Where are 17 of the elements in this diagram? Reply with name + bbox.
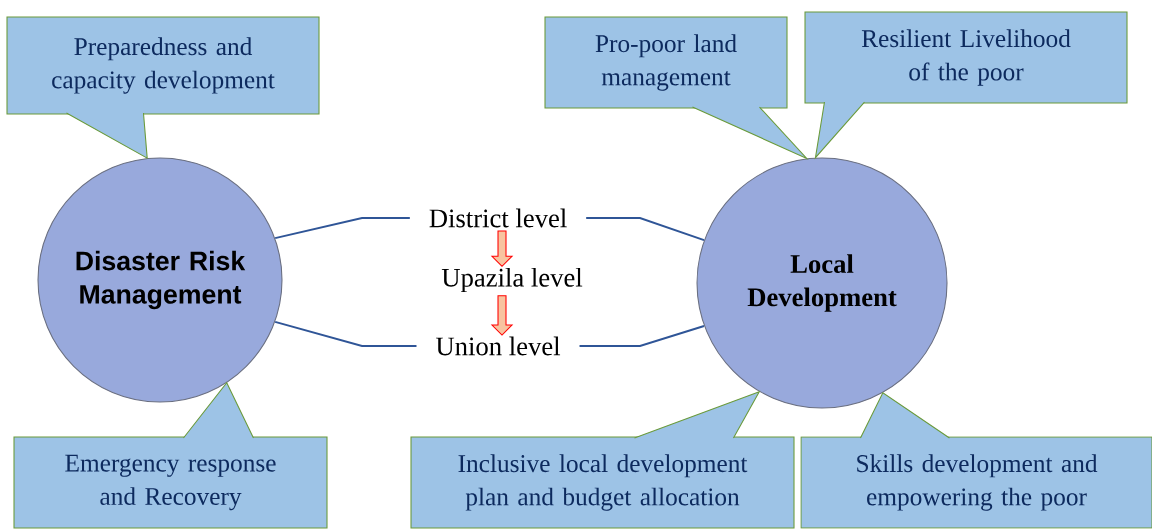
block-arrow xyxy=(490,230,514,268)
block-arrow xyxy=(490,295,514,336)
level-label: Union level xyxy=(436,336,561,356)
callout-box: Inclusive local development plan and budget allocation xyxy=(410,390,795,529)
circle-node: Disaster Risk Management xyxy=(37,157,283,403)
level-label: Upazila level xyxy=(441,267,583,293)
connector-line xyxy=(578,324,706,347)
connector-line xyxy=(274,217,411,240)
callout-box: Preparedness and capacity development xyxy=(6,16,320,160)
circle-node: Local Development xyxy=(696,157,948,409)
callout-box: Resilient Livelihood of the poor xyxy=(804,11,1128,160)
connector-line xyxy=(585,217,706,242)
callout-box: Emergency response and Recovery xyxy=(13,381,328,529)
connector-line xyxy=(274,320,418,347)
callout-box: Skills development and empowering the poor xyxy=(800,392,1152,529)
level-label: District level xyxy=(429,208,567,228)
callout-box: Pro-poor land management xyxy=(544,16,809,160)
